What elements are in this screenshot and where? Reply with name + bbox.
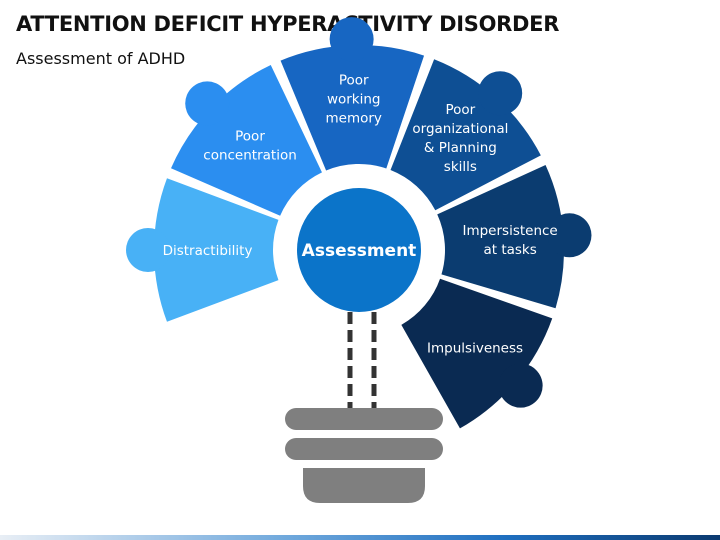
segment-4: Poor organizational & Planning skills [390,59,541,211]
segment-label-line: concentration [203,147,297,163]
segment-label: Impulsiveness [427,340,523,356]
segment-5: Impersistence at tasks [437,164,592,309]
segment-knob [498,363,543,408]
segment-shape [390,59,541,211]
segment-label: Poor working memory [326,73,382,127]
center-circle [297,188,421,312]
segment-3: Poor working memory [280,17,425,171]
segment-label: Poor organizational & Planning skills [412,102,508,175]
segment-label-line: Impulsiveness [427,340,523,356]
segment-knob [547,213,592,258]
segment-2: Poor concentration [171,64,322,216]
segment-label-line: Poor [339,73,369,89]
segment-1: Distractibility [126,178,279,322]
segment-shape [171,64,322,216]
page-title: ATTENTION DEFICIT HYPERACTIVITY DISORDER [16,12,560,36]
segment-6: Impulsiveness [401,278,553,429]
segment-label-line: Poor [235,128,265,144]
segment-label: Impersistence at tasks [462,223,557,258]
center-label: Assessment [302,241,417,261]
segment-shape [401,278,553,429]
bulb-base-ring-top [285,408,443,430]
segment-knob [126,228,170,272]
segment-label-line: at tasks [483,242,536,258]
segment-knob [478,71,523,116]
segment-label-line: & Planning [424,140,497,156]
segment-label: Distractibility [163,243,253,259]
segment-label-line: Poor [446,102,476,118]
segment-label: Poor concentration [203,128,297,163]
segment-knob [329,17,374,62]
page-subtitle: Assessment of ADHD [16,49,186,68]
segment-knob [185,81,230,126]
segment-label-line: memory [326,111,382,127]
segment-label-line: working [327,92,381,108]
bulb-base-cap [303,468,425,503]
segment-label-line: skills [444,159,477,175]
segment-shape [280,45,425,171]
segment-shape [437,164,564,309]
bulb-base-ring-middle [285,438,443,460]
segment-label-line: Impersistence [462,223,557,239]
segment-shape [154,178,279,322]
segment-label-line: Distractibility [163,243,253,259]
segment-label-line: organizational [412,121,508,137]
footer-gradient-bar [0,535,720,540]
